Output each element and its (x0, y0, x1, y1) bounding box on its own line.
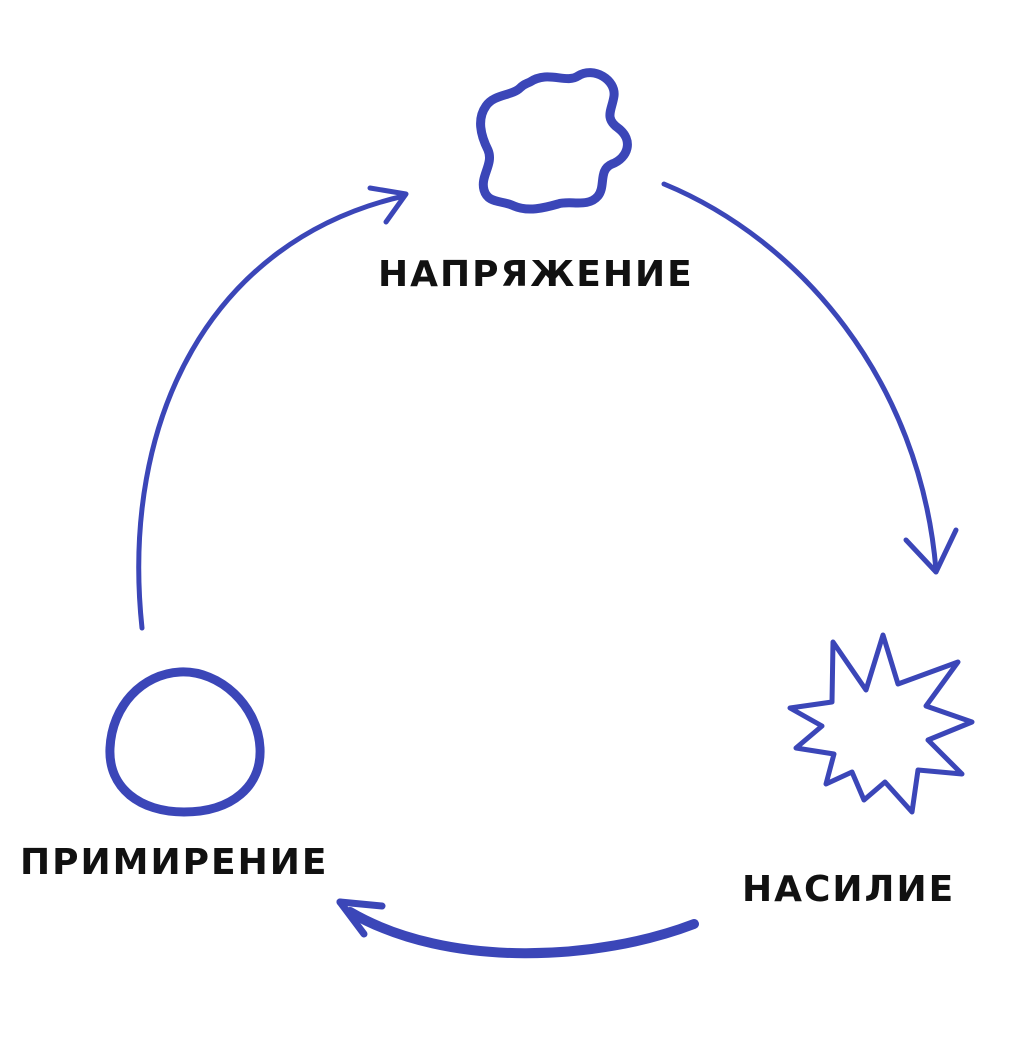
stage-label-violence: НАСИЛИЕ (742, 869, 956, 910)
arrow-tension-to-violence (661, 181, 959, 575)
arrow-reconciliation-to-tension (136, 185, 409, 631)
circle-icon (105, 667, 265, 817)
stage-label-tension: НАПРЯЖЕНИЕ (378, 254, 694, 295)
stage-label-reconciliation: ПРИМИРЕНИЕ (20, 842, 329, 883)
spiky-burst-icon (787, 632, 975, 815)
wavy-blob-icon (476, 68, 632, 214)
arrow-violence-to-reconciliation (336, 898, 699, 959)
